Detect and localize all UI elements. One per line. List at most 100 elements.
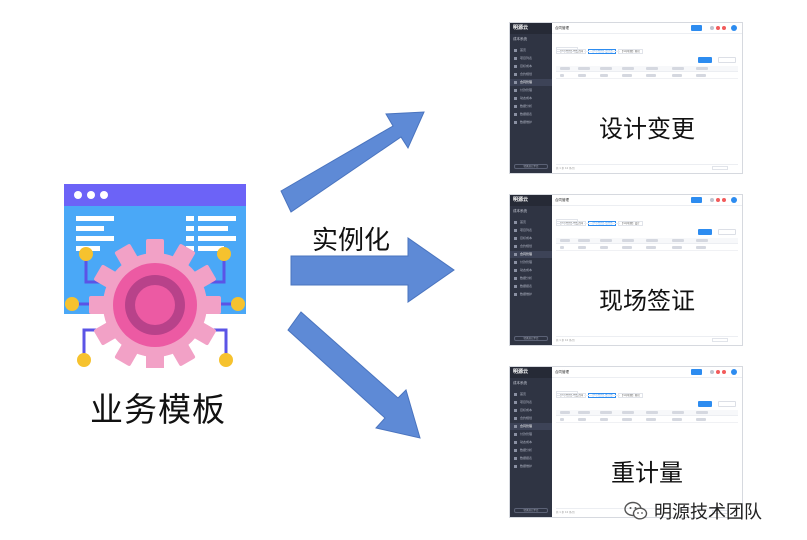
notification-icon[interactable] xyxy=(710,370,714,374)
sidebar-item-contracts[interactable]: 合同管理 xyxy=(510,423,552,430)
toolbar xyxy=(556,57,738,63)
toolbar xyxy=(556,229,738,235)
switch-platform-button[interactable]: 切换其它平台 xyxy=(514,164,548,169)
sidebar-item-target-cost[interactable]: 目标成本 xyxy=(510,407,552,414)
sidebar-item-home[interactable]: 首页 xyxy=(510,47,552,54)
sidebar-item-contract-plan[interactable]: 合约规划 xyxy=(510,243,552,250)
table-row[interactable] xyxy=(556,73,738,79)
sidebar-item-reports[interactable]: 数据报表 xyxy=(510,455,552,462)
instantiate-label: 实例化 xyxy=(312,226,391,256)
sidebar-item-target-cost[interactable]: 目标成本 xyxy=(510,63,552,70)
sidebar-item-projects[interactable]: 项目列表 xyxy=(510,55,552,62)
sidebar-item-dynamic-cost[interactable]: 动态成本 xyxy=(510,95,552,102)
site-visa-screen[interactable]: 明源云 成本系统 首页 项目列表 目标成本 合约规划 合同管理 付款管理 动态成… xyxy=(509,194,743,346)
pagination-bar: 共 1 条 10 条/页 xyxy=(556,336,738,342)
brand-logo: 明源云 xyxy=(510,23,552,34)
sidebar-item-contract-plan[interactable]: 合约规划 xyxy=(510,71,552,78)
sidebar-item-payments[interactable]: 付款管理 xyxy=(510,259,552,266)
remeasure-screen[interactable]: 明源云 成本系统 首页 项目列表 目标成本 合约规划 合同管理 付款管理 动态成… xyxy=(509,366,743,518)
filter-bar xyxy=(556,219,738,225)
business-template-icon xyxy=(64,184,246,368)
sidebar-item-projects[interactable]: 项目列表 xyxy=(510,227,552,234)
table-header xyxy=(556,410,738,416)
template-caption: 业务模板 xyxy=(90,390,226,429)
table-row[interactable] xyxy=(556,245,738,251)
screen-sidebar: 明源云 成本系统 首页 项目列表 目标成本 合约规划 合同管理 付款管理 动态成… xyxy=(510,195,552,345)
app-name: 成本系统 xyxy=(513,37,527,41)
more-button[interactable] xyxy=(718,57,736,63)
sidebar-item-maintenance[interactable]: 数据维护 xyxy=(510,119,552,126)
sidebar-item-contracts[interactable]: 合同管理 xyxy=(510,79,552,86)
message-icon[interactable] xyxy=(722,198,726,202)
project-select[interactable] xyxy=(556,219,578,224)
alert-icon[interactable] xyxy=(716,198,720,202)
add-button[interactable] xyxy=(698,229,712,235)
sidebar-item-target-cost[interactable]: 目标成本 xyxy=(510,235,552,242)
more-button[interactable] xyxy=(718,401,736,407)
search-input[interactable] xyxy=(584,47,620,52)
avatar[interactable] xyxy=(731,25,737,31)
add-button[interactable] xyxy=(698,401,712,407)
project-select[interactable] xyxy=(556,47,578,52)
sidebar-item-maintenance[interactable]: 数据维护 xyxy=(510,291,552,298)
project-select[interactable] xyxy=(556,391,578,396)
sidebar-item-dynamic-cost[interactable]: 动态成本 xyxy=(510,439,552,446)
avatar[interactable] xyxy=(731,197,737,203)
page-title: 合同管理 xyxy=(555,26,569,30)
avatar[interactable] xyxy=(731,369,737,375)
sidebar-item-dynamic-cost[interactable]: 动态成本 xyxy=(510,267,552,274)
screen-header: 合同管理 xyxy=(552,367,742,378)
switch-platform-button[interactable]: 切换其它平台 xyxy=(514,508,548,513)
header-action-button[interactable] xyxy=(691,197,702,203)
notification-icon[interactable] xyxy=(710,198,714,202)
sidebar-item-analysis[interactable]: 数据分析 xyxy=(510,447,552,454)
message-icon[interactable] xyxy=(722,26,726,30)
pager[interactable] xyxy=(712,510,728,514)
sidebar-item-reports[interactable]: 数据报表 xyxy=(510,283,552,290)
message-icon[interactable] xyxy=(722,370,726,374)
sidebar-item-projects[interactable]: 项目列表 xyxy=(510,399,552,406)
screen-tabs: 【1号项目】明细合同【1号项目】重计量【1号项目】现已 xyxy=(556,381,645,398)
alert-icon[interactable] xyxy=(716,26,720,30)
search-input[interactable] xyxy=(584,391,620,396)
header-action-button[interactable] xyxy=(691,25,702,31)
pagination-bar: 共 1 条 10 条/页 xyxy=(556,508,738,514)
page-title: 合同管理 xyxy=(555,198,569,202)
notification-icon[interactable] xyxy=(710,26,714,30)
sidebar-item-reports[interactable]: 数据报表 xyxy=(510,111,552,118)
sidebar-item-payments[interactable]: 付款管理 xyxy=(510,87,552,94)
switch-platform-button[interactable]: 切换其它平台 xyxy=(514,336,548,341)
pagination-text: 共 1 条 10 条/页 xyxy=(556,511,575,514)
screen-header: 合同管理 xyxy=(552,23,742,34)
screen-tabs: 【1号项目】明细合同【1号项目】设计变【1号项目】现已 xyxy=(556,37,645,54)
header-action-button[interactable] xyxy=(691,369,702,375)
table-row[interactable] xyxy=(556,417,738,423)
screen-caption: 设计变更 xyxy=(599,115,695,143)
pagination-text: 共 1 条 10 条/页 xyxy=(556,167,575,170)
design-change-screen[interactable]: 明源云 成本系统 首页 项目列表 目标成本 合约规划 合同管理 付款管理 动态成… xyxy=(509,22,743,174)
watermark: 明源技术团队 xyxy=(624,499,762,523)
screen-caption: 现场签证 xyxy=(599,287,695,315)
sidebar-item-analysis[interactable]: 数据分析 xyxy=(510,103,552,110)
toolbar xyxy=(556,401,738,407)
sidebar-item-home[interactable]: 首页 xyxy=(510,391,552,398)
sidebar-item-contracts[interactable]: 合同管理 xyxy=(510,251,552,258)
sidebar-item-contract-plan[interactable]: 合约规划 xyxy=(510,415,552,422)
sidebar-item-maintenance[interactable]: 数据维护 xyxy=(510,463,552,470)
table-header xyxy=(556,66,738,72)
sidebar-item-payments[interactable]: 付款管理 xyxy=(510,431,552,438)
sidebar-item-analysis[interactable]: 数据分析 xyxy=(510,275,552,282)
sidebar-item-home[interactable]: 首页 xyxy=(510,219,552,226)
app-name: 成本系统 xyxy=(513,381,527,385)
add-button[interactable] xyxy=(698,57,712,63)
alert-icon[interactable] xyxy=(716,370,720,374)
screen-caption: 重计量 xyxy=(611,459,683,487)
table-header xyxy=(556,238,738,244)
search-input[interactable] xyxy=(584,219,620,224)
more-button[interactable] xyxy=(718,229,736,235)
screen-header: 合同管理 xyxy=(552,195,742,206)
pager[interactable] xyxy=(712,166,728,170)
pager[interactable] xyxy=(712,338,728,342)
page-title: 合同管理 xyxy=(555,370,569,374)
